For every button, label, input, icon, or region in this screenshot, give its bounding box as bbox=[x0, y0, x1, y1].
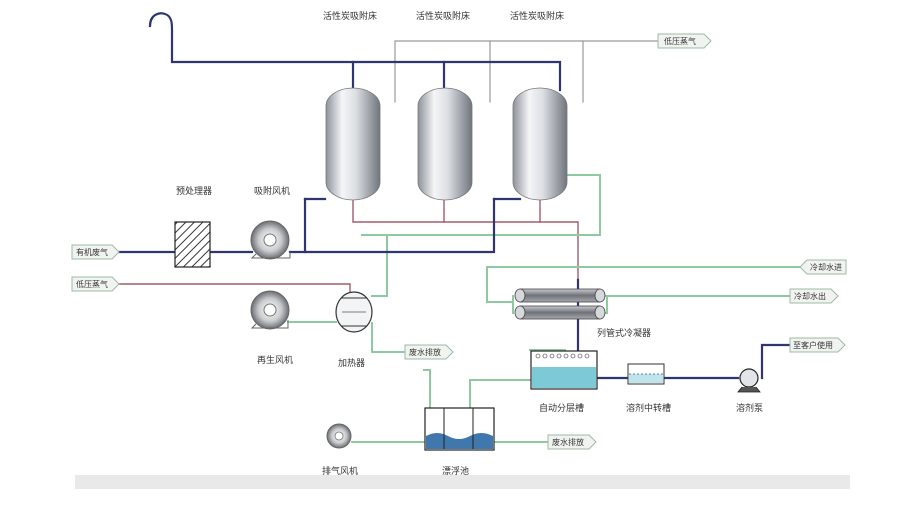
svg-text:废水排放: 废水排放 bbox=[409, 347, 441, 357]
solvent-tank-label: 溶剂中转槽 bbox=[626, 402, 671, 414]
water-pipe-network bbox=[287, 174, 801, 443]
tag-cooling-water-out: 冷却水出 bbox=[789, 288, 839, 304]
tag-wastewater-2: 废水排放 bbox=[547, 434, 597, 450]
tag-steam-in-left: 低压蒸气 bbox=[71, 276, 120, 292]
adsorber-2-label: 活性炭吸附床 bbox=[416, 10, 470, 22]
svg-text:有机废气: 有机废气 bbox=[76, 247, 108, 257]
adsorber-vessel-1 bbox=[325, 87, 381, 201]
condenser-label: 列管式冷凝器 bbox=[597, 327, 651, 339]
tag-wastewater-1: 废水排放 bbox=[404, 344, 454, 360]
suction-fan-label: 吸附风机 bbox=[254, 185, 290, 197]
grey-pipe-network bbox=[394, 40, 659, 103]
solvent-pump-label: 溶剂泵 bbox=[736, 402, 763, 414]
solvent-tank bbox=[627, 363, 665, 385]
svg-text:至客户使用: 至客户使用 bbox=[793, 340, 833, 350]
filter-unit bbox=[174, 221, 211, 268]
tag-cooling-water-in: 冷却水进 bbox=[799, 259, 847, 275]
exhaust-fan-icon bbox=[326, 423, 352, 449]
condenser-upper bbox=[514, 288, 606, 303]
solvent-pump-icon bbox=[737, 368, 761, 393]
adsorber-1-label: 活性炭吸附床 bbox=[323, 10, 377, 22]
adsorber-vessel-3 bbox=[512, 87, 568, 201]
separator-label: 自动分层槽 bbox=[539, 402, 584, 414]
tag-exhaust-in: 有机废气 bbox=[71, 244, 120, 260]
tag-steam-in-top: 低压蒸气 bbox=[657, 33, 712, 49]
adsorber-3-label: 活性炭吸附床 bbox=[510, 10, 564, 22]
settling-tank-label: 漂浮池 bbox=[442, 465, 469, 477]
svg-text:冷却水进: 冷却水进 bbox=[810, 262, 842, 272]
adsorber-vessel-2 bbox=[417, 87, 473, 201]
heater-label: 加热器 bbox=[338, 357, 365, 369]
settling-tank bbox=[424, 407, 495, 451]
heater-icon bbox=[335, 291, 373, 333]
tag-to-customer: 至客户使用 bbox=[789, 337, 846, 353]
svg-text:废水排放: 废水排放 bbox=[552, 437, 584, 447]
suction-fan-icon bbox=[250, 220, 291, 260]
separator-tank bbox=[530, 350, 598, 390]
svg-text:低压蒸气: 低压蒸气 bbox=[76, 279, 108, 289]
exhaust-fan-label: 排气风机 bbox=[322, 465, 358, 477]
svg-text:冷却水出: 冷却水出 bbox=[794, 291, 826, 301]
regen-fan-icon bbox=[250, 290, 290, 330]
condenser-lower bbox=[514, 305, 606, 320]
svg-text:低压蒸气: 低压蒸气 bbox=[664, 36, 696, 46]
floor-band bbox=[75, 475, 850, 489]
regen-fan-label: 再生风机 bbox=[257, 354, 293, 366]
filter-label: 预处理器 bbox=[176, 185, 212, 197]
